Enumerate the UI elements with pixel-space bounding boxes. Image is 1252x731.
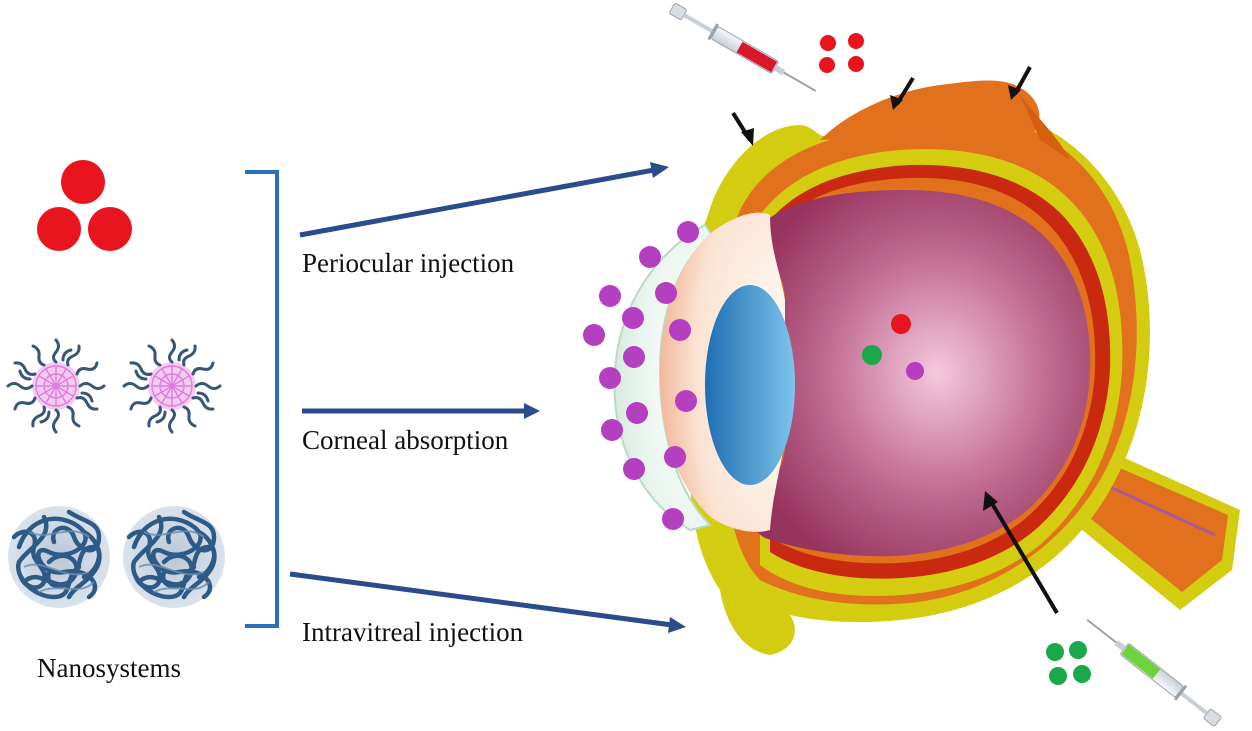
micelle-icon bbox=[122, 338, 222, 434]
corneal-particles bbox=[583, 221, 699, 530]
intravitreal-injection-label: Intravitreal injection bbox=[302, 617, 524, 647]
eye-cross-section bbox=[583, 66, 1240, 656]
corneal-absorption-label: Corneal absorption bbox=[302, 425, 509, 455]
syringe-icon bbox=[669, 3, 817, 92]
polymer-network-icon bbox=[8, 506, 110, 608]
red-particle-icon bbox=[37, 207, 81, 251]
red-particle-icon bbox=[891, 314, 911, 334]
nanosystems-label: Nanosystems bbox=[37, 653, 181, 683]
green-particle-cluster bbox=[1046, 641, 1091, 685]
lens bbox=[705, 285, 795, 485]
intravitreal-arrow bbox=[289, 571, 686, 633]
syringe-icon bbox=[1086, 619, 1222, 727]
grouping-bracket bbox=[245, 170, 279, 628]
polymer-network-icon bbox=[123, 506, 225, 608]
green-particle-icon bbox=[862, 345, 882, 365]
corneal-arrow bbox=[302, 403, 540, 419]
red-particle-cluster bbox=[819, 33, 864, 73]
red-particle-icon bbox=[61, 160, 105, 204]
intravitreal-pointer bbox=[983, 491, 1059, 615]
periocular-injection-label: Periocular injection bbox=[302, 248, 515, 278]
purple-particle-icon bbox=[906, 362, 924, 380]
red-particle-icon bbox=[88, 207, 132, 251]
nanoparticle-cluster bbox=[37, 160, 132, 251]
periocular-arrow bbox=[299, 162, 669, 238]
micelle-icon bbox=[6, 338, 106, 434]
